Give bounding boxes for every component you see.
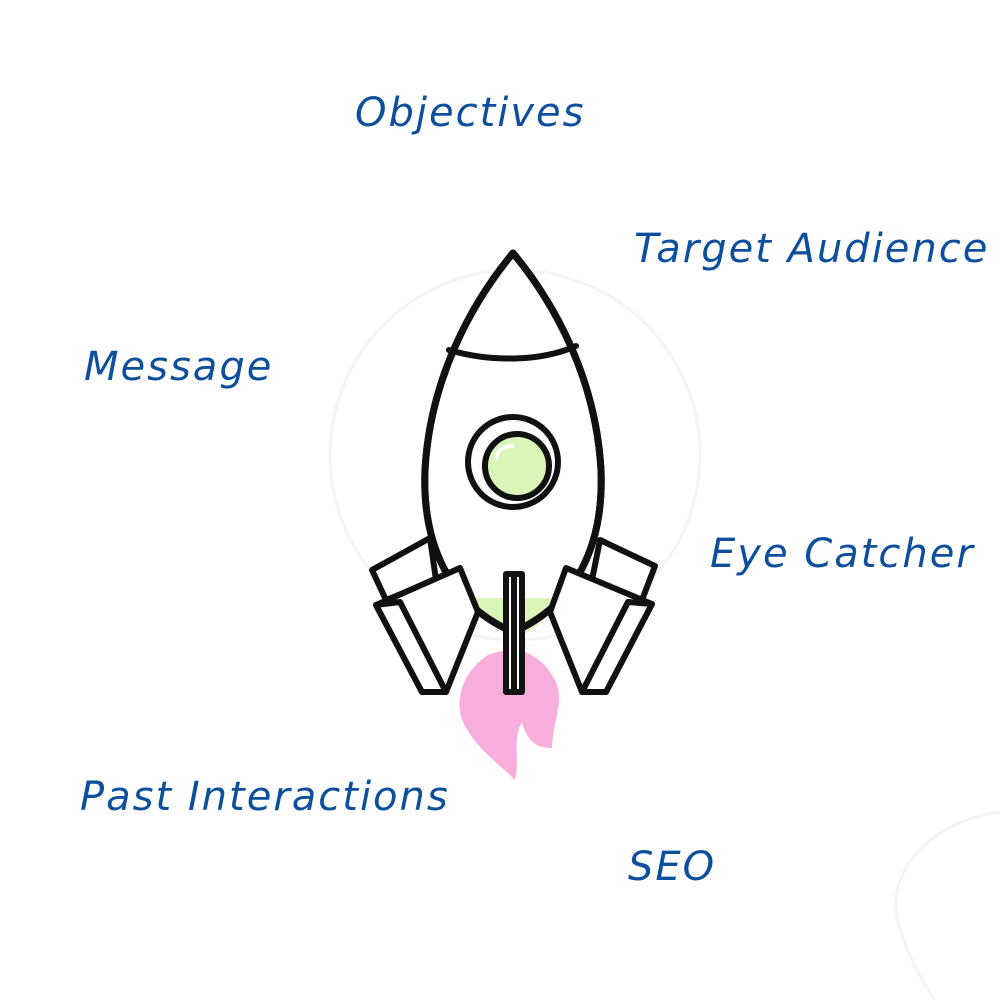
label-target-audience: Target Audience <box>634 226 990 272</box>
nose-band <box>446 343 579 362</box>
label-seo: SEO <box>628 844 717 890</box>
label-eye-catcher: Eye Catcher <box>710 531 975 577</box>
decorative-arc <box>894 810 1000 1000</box>
flame-icon <box>459 649 559 780</box>
left-fin <box>369 535 481 695</box>
label-past-interactions: Past Interactions <box>80 774 450 820</box>
right-fin <box>547 537 658 695</box>
porthole-window <box>465 414 561 510</box>
label-objectives: Objectives <box>355 90 586 136</box>
label-message: Message <box>84 344 274 390</box>
center-fin <box>503 571 525 695</box>
